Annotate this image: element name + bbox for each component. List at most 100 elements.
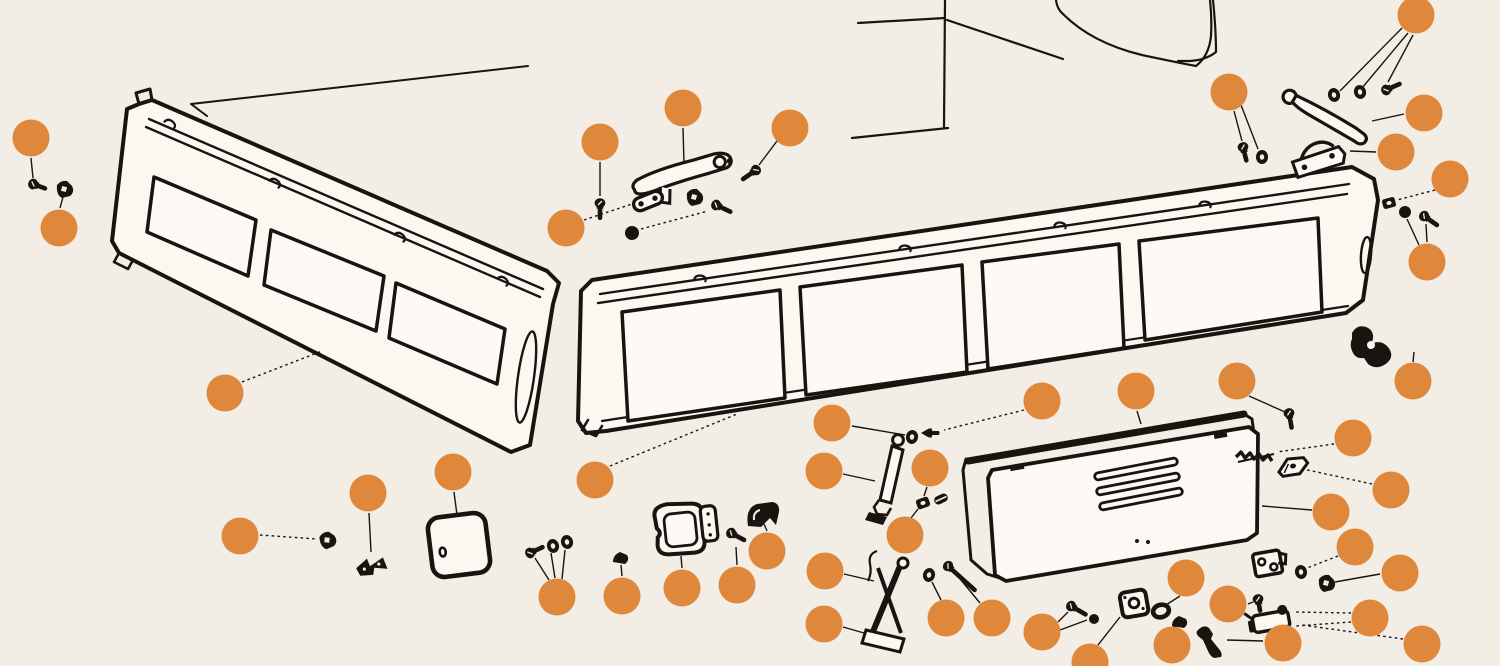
part-callout-c28[interactable] — [886, 516, 924, 554]
part-callout-c05[interactable] — [771, 109, 809, 147]
front-bed-panel-drawing — [110, 87, 561, 454]
part-callout-c08[interactable] — [1397, 0, 1435, 34]
leader-line-c16 — [453, 491, 458, 516]
part-callout-c22[interactable] — [576, 461, 614, 499]
leader-line-c08 — [1339, 27, 1403, 92]
part-callout-c36[interactable] — [1394, 362, 1432, 400]
callout-hotspots-layer — [12, 0, 1469, 666]
part-callout-c13[interactable] — [206, 374, 244, 412]
part-callout-c14[interactable] — [221, 517, 259, 555]
bowtie-clip-glyph — [356, 557, 388, 576]
part-callout-c37[interactable] — [1334, 419, 1372, 457]
part-callout-c26[interactable] — [805, 605, 843, 643]
check-rod-glyph — [1196, 626, 1222, 658]
wedge-plate-glyph — [1277, 456, 1310, 478]
clip-b-glyph — [686, 188, 704, 206]
gate-hinge-arm-glyph — [860, 549, 910, 654]
striker-teeth-glyph — [1234, 450, 1275, 463]
leader-line-c37 — [1276, 443, 1335, 453]
part-callout-c31[interactable] — [1023, 613, 1061, 651]
part-callout-c21[interactable] — [748, 532, 786, 570]
leader-line-c12 — [1406, 218, 1420, 246]
leader-line-c20 — [735, 546, 738, 566]
bolt-k-glyph — [1283, 408, 1295, 430]
latch-bracket-glyph — [1251, 548, 1288, 579]
part-callout-c41[interactable] — [1381, 554, 1419, 592]
clip-a-glyph — [56, 180, 74, 198]
part-callout-c07[interactable] — [1210, 73, 1248, 111]
part-callout-c42[interactable] — [1167, 559, 1205, 597]
part-callout-c38[interactable] — [1372, 471, 1410, 509]
part-callout-c25[interactable] — [806, 552, 844, 590]
part-callout-c02[interactable] — [40, 209, 78, 247]
part-callout-c11[interactable] — [1431, 160, 1469, 198]
part-callout-c35[interactable] — [1218, 362, 1256, 400]
part-callout-c33[interactable] — [1117, 372, 1155, 410]
hinge-support-glyph — [1290, 140, 1347, 180]
part-callout-c01[interactable] — [12, 119, 50, 157]
rivet-pin-glyph — [921, 428, 940, 438]
leader-line-c32 — [1097, 616, 1121, 646]
washer-a-glyph — [1327, 88, 1341, 102]
part-callout-c32[interactable] — [1071, 643, 1109, 666]
part-callout-c23[interactable] — [813, 404, 851, 442]
part-callout-c30[interactable] — [973, 599, 1011, 637]
part-callout-c03[interactable] — [581, 123, 619, 161]
wedge-a-glyph — [1172, 616, 1188, 628]
leader-line-c27 — [923, 486, 928, 497]
washer-c-glyph — [1256, 150, 1268, 164]
ball-b-glyph — [1089, 614, 1099, 624]
rail-hook-details — [163, 118, 1212, 287]
leader-line-c35 — [1248, 395, 1286, 413]
part-callout-c06[interactable] — [547, 209, 585, 247]
leader-line-c08 — [1387, 34, 1414, 83]
bolt-l-glyph — [525, 544, 545, 559]
leader-line-c36 — [1412, 351, 1415, 363]
bolt-i-glyph — [1066, 600, 1088, 617]
part-callout-c44[interactable] — [1351, 599, 1389, 637]
part-callout-c17[interactable] — [538, 578, 576, 616]
clip-c-glyph — [1318, 574, 1336, 592]
gasket-plate-glyph — [652, 501, 720, 557]
part-callout-c29[interactable] — [927, 599, 965, 637]
part-callout-c16[interactable] — [434, 453, 472, 491]
leader-lines-layer — [30, 27, 1436, 646]
part-callout-c24[interactable] — [805, 452, 843, 490]
leader-line-c38 — [1302, 468, 1373, 485]
part-callout-c46[interactable] — [1153, 626, 1191, 664]
washer-b-glyph — [1353, 85, 1367, 99]
part-callout-c43[interactable] — [1209, 585, 1247, 623]
leader-line-c17 — [561, 549, 566, 580]
bolt-a-glyph — [28, 178, 48, 191]
leader-line-c15 — [368, 512, 372, 553]
side-bed-panel-drawing — [576, 165, 1380, 438]
part-callout-c19[interactable] — [663, 569, 701, 607]
leader-line-c26 — [842, 626, 865, 634]
grommet-glyph — [1150, 602, 1172, 620]
part-callout-c47[interactable] — [1403, 625, 1441, 663]
part-callout-c18[interactable] — [603, 577, 641, 615]
part-callout-c04[interactable] — [664, 89, 702, 127]
part-callout-c10[interactable] — [1377, 133, 1415, 171]
clip-d-glyph — [319, 531, 337, 550]
leader-line-c43 — [1247, 601, 1254, 605]
leader-line-c39 — [1261, 505, 1313, 511]
leader-line-c17 — [534, 557, 550, 581]
part-callout-c39[interactable] — [1312, 493, 1350, 531]
washer-d-glyph — [905, 430, 919, 444]
part-callout-c12[interactable] — [1408, 243, 1446, 281]
part-callout-c20[interactable] — [718, 566, 756, 604]
part-callout-c27[interactable] — [911, 449, 949, 487]
leader-line-c21 — [763, 523, 768, 532]
bolt-g-glyph — [1418, 210, 1440, 228]
leader-line-c06 — [583, 203, 633, 221]
tailgate-panels-drawing — [961, 410, 1260, 583]
ball-stud-glyph — [1399, 206, 1411, 218]
part-callout-c09[interactable] — [1405, 94, 1443, 132]
part-callout-c45[interactable] — [1264, 624, 1302, 662]
part-callout-c34[interactable] — [1023, 382, 1061, 420]
part-callout-c40[interactable] — [1336, 528, 1374, 566]
part-callout-c15[interactable] — [349, 474, 387, 512]
hinge-clip-glyph — [747, 502, 780, 527]
